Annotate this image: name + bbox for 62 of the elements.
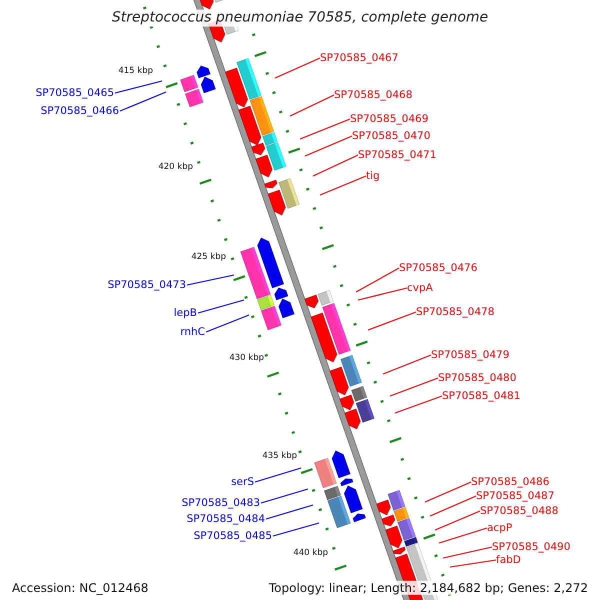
- leader-line: [198, 299, 244, 314]
- leader-line: [390, 377, 438, 397]
- kbp-label: 415 kbp: [118, 66, 153, 76]
- leader-line: [300, 118, 350, 140]
- gene-label: fabD: [496, 554, 521, 566]
- leader-line: [274, 58, 320, 78]
- leader-line: [114, 80, 162, 94]
- leader-line: [368, 311, 416, 331]
- leader-line: [260, 488, 308, 504]
- gene-label: SP70585_0488: [480, 505, 558, 517]
- gene-label: serS: [231, 476, 254, 488]
- gene-label: cvpA: [407, 282, 433, 294]
- gene-label: SP70585_0473: [108, 279, 186, 291]
- gene-label: SP70585_0466: [40, 105, 119, 117]
- gene-label: SP70585_0468: [334, 89, 412, 101]
- gene-label: SP70585_0479: [431, 349, 510, 361]
- gene-label: SP70585_0481: [442, 390, 520, 402]
- leader-line: [438, 527, 488, 544]
- kbp-label: 440 kbp: [293, 548, 328, 558]
- gene-label: SP70585_0480: [438, 372, 516, 384]
- gene-label: SP70585_0487: [476, 490, 554, 502]
- gene-label: SP70585_0471: [358, 149, 436, 161]
- leader-line: [382, 354, 432, 375]
- kbp-label: 420 kbp: [158, 162, 193, 172]
- leader-line: [442, 546, 492, 559]
- kbp-label: 435 kbp: [262, 450, 297, 462]
- gene-label: SP70585_0470: [352, 130, 430, 142]
- leader-line: [320, 176, 366, 196]
- leader-line: [120, 92, 166, 112]
- leader-line: [358, 287, 408, 301]
- gene-label: acpP: [487, 522, 512, 534]
- leader-line: [304, 136, 352, 156]
- leader-line: [450, 559, 496, 568]
- gene-label: SP70585_0476: [399, 262, 478, 274]
- gene-label: SP70585_0486: [471, 476, 550, 488]
- leader-line: [266, 504, 314, 520]
- gene-label: SP70585_0469: [350, 113, 428, 125]
- leader-line: [272, 522, 320, 537]
- leader-line: [430, 496, 476, 516]
- leader-line: [186, 274, 234, 286]
- leader-line: [206, 314, 250, 333]
- kbp-label: 425 kbp: [191, 252, 226, 262]
- gene-label: SP70585_0467: [320, 52, 398, 64]
- gene-label: SP70585_0484: [186, 513, 265, 525]
- leader-line: [434, 510, 480, 530]
- leader-line: [424, 482, 472, 502]
- gene-label: SP70585_0465: [36, 87, 114, 99]
- genome-info-label: Topology: linear; Length: 2,184,682 bp; Genes: 2,272: [266, 580, 590, 596]
- gene-label: SP70585_0478: [416, 306, 494, 318]
- gene-label: tig: [366, 170, 380, 182]
- leader-line: [254, 467, 302, 483]
- gene-label: SP70585_0490: [492, 541, 570, 553]
- kbp-label: 430 kbp: [229, 352, 264, 364]
- leader-line: [290, 94, 334, 116]
- gene-label: SP70585_0485: [194, 530, 272, 542]
- gene-label: rnhC: [180, 326, 205, 338]
- accession-label: Accession: NC_012468: [10, 580, 150, 596]
- gene-label: SP70585_0483: [182, 497, 260, 509]
- gene-label: lepB: [174, 307, 197, 319]
- leader-line: [312, 154, 358, 176]
- leader-line: [394, 395, 442, 414]
- leader-line: [356, 268, 400, 292]
